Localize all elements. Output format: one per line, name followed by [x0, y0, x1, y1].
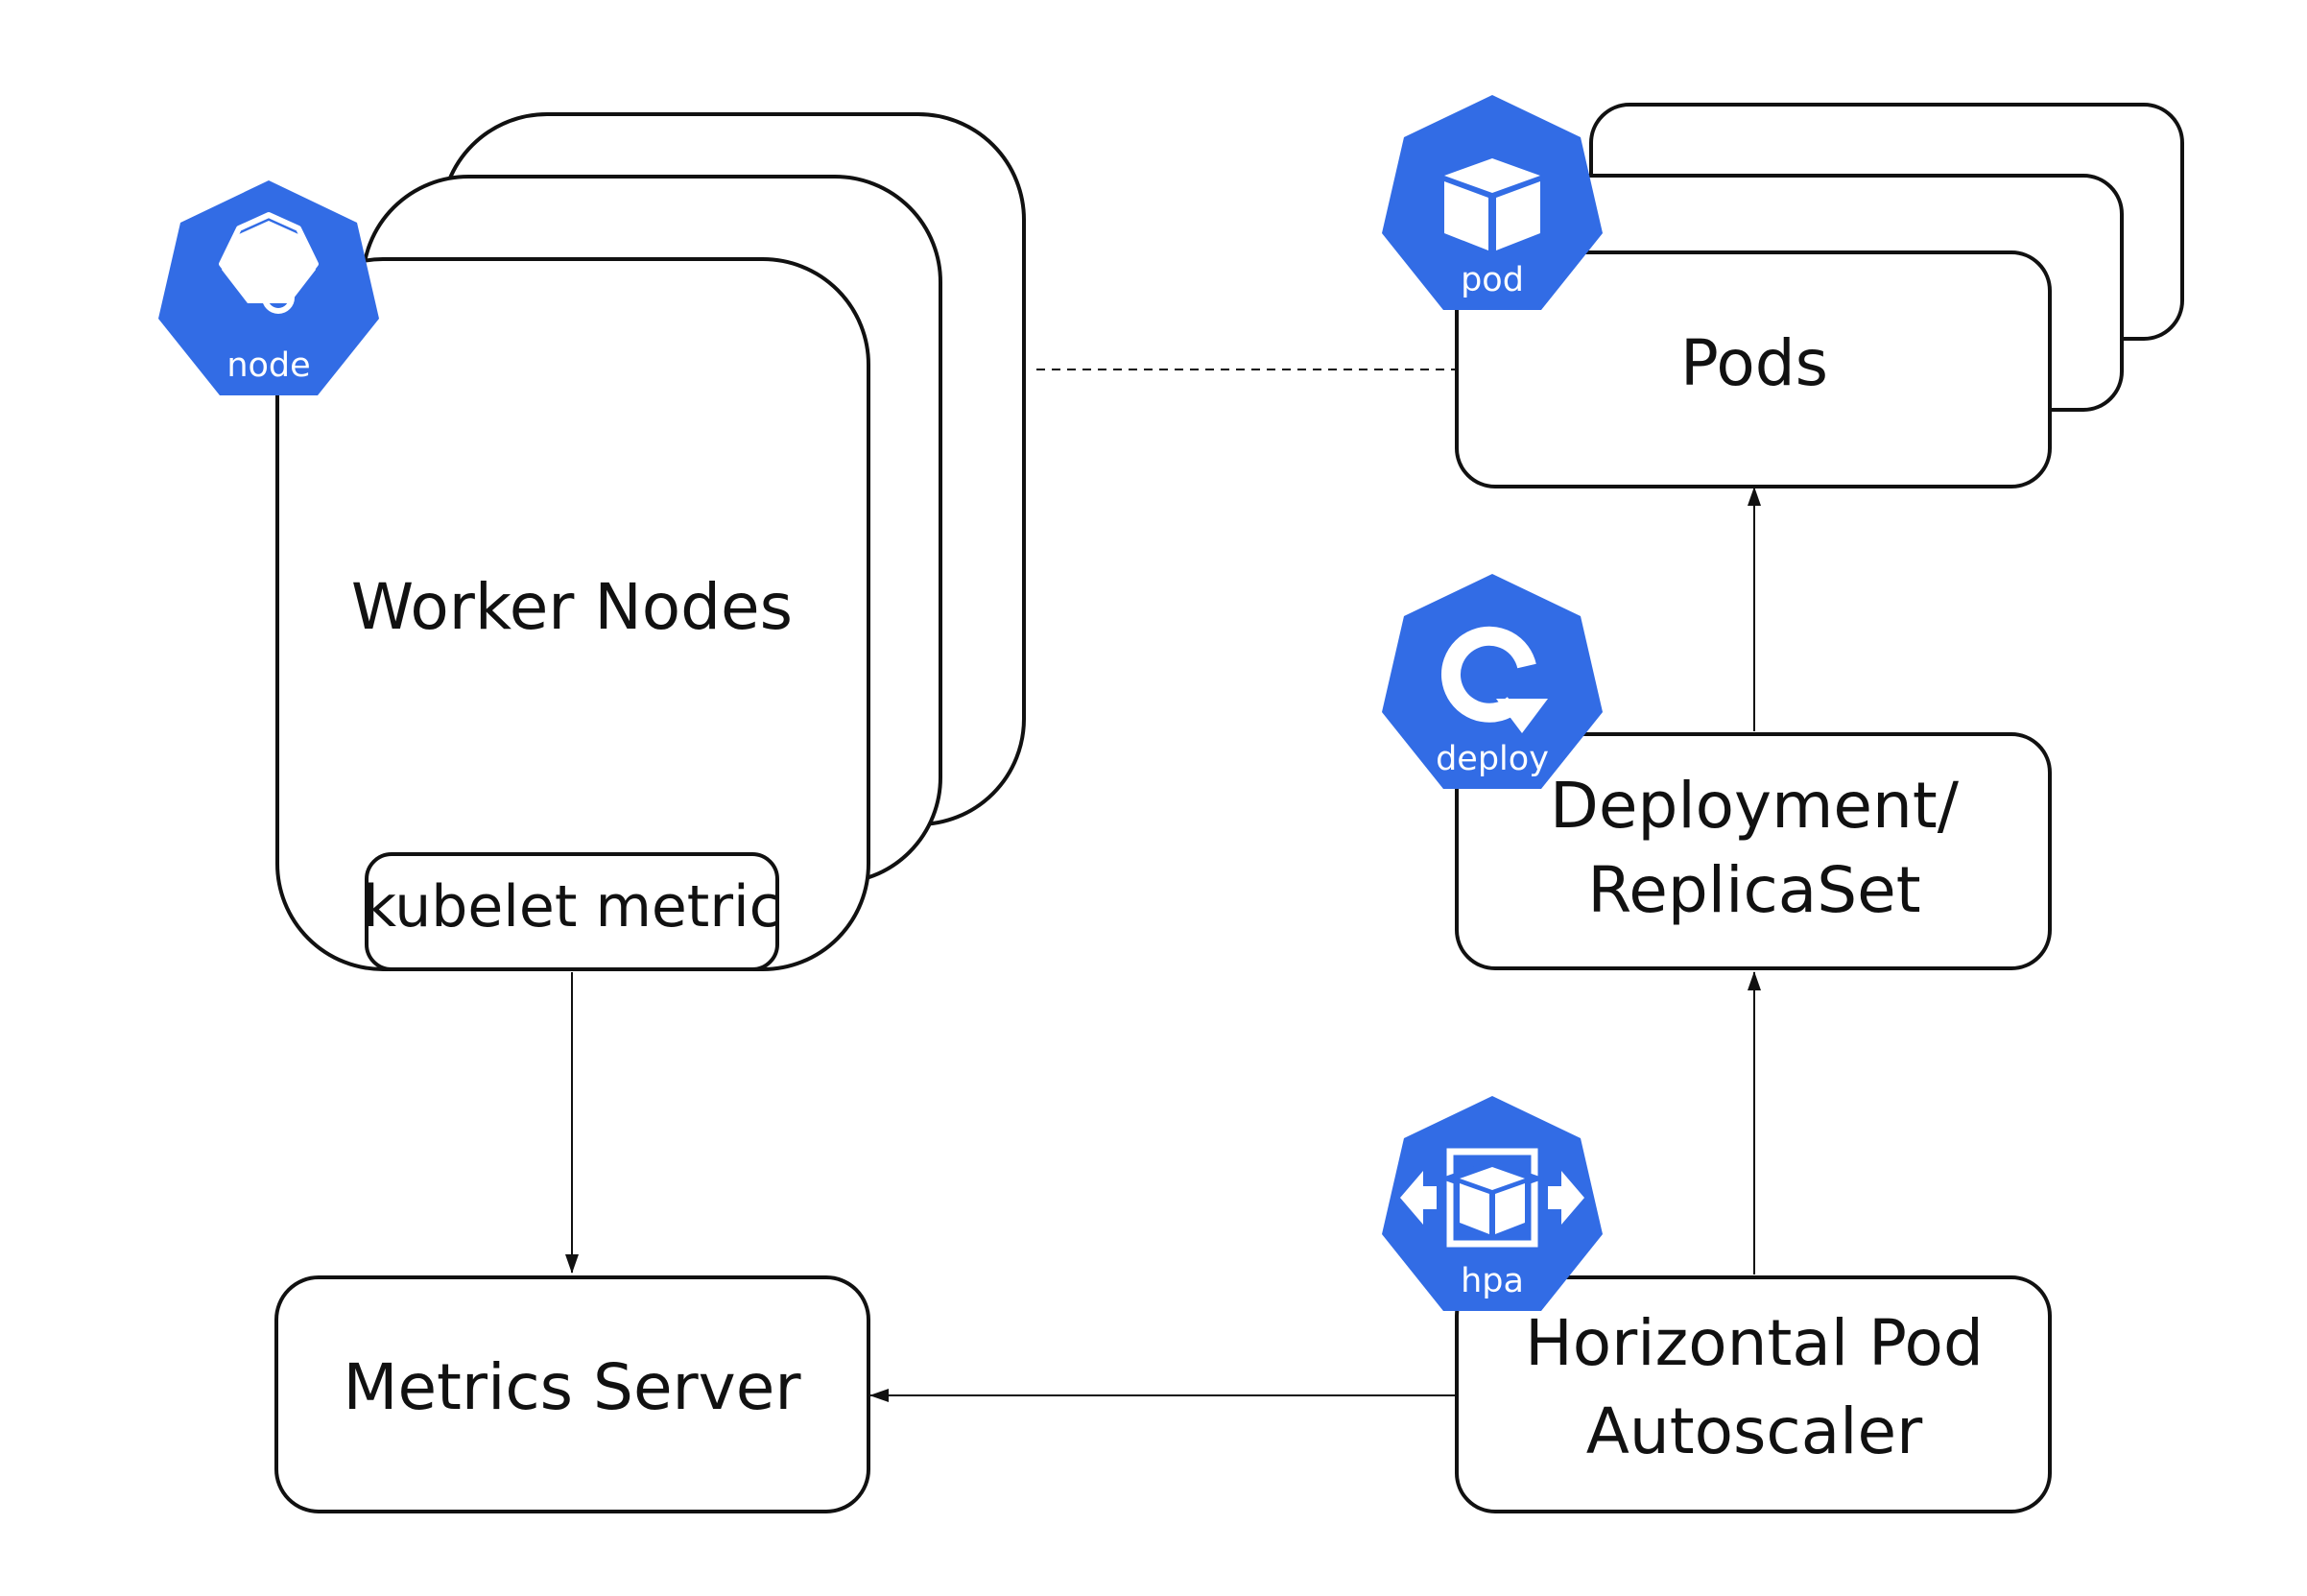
deploy-badge-label: deploy	[1436, 740, 1549, 778]
metrics-server-label: Metrics Server	[344, 1350, 802, 1424]
hpa-badge-label: hpa	[1461, 1262, 1524, 1300]
kubelet-metric-box	[365, 852, 779, 971]
node-badge: node	[158, 180, 379, 395]
deployment-replicaset-node: Deployment/ ReplicaSet	[1455, 732, 2052, 970]
metrics-server-node: Metrics Server	[274, 1275, 870, 1513]
node-badge-label: node	[226, 346, 310, 385]
hpa-label-line1: Horizontal Pod	[1525, 1306, 1984, 1380]
deployment-label-line2: ReplicaSet	[1587, 853, 1920, 927]
pods-stack: Pods	[1455, 103, 2184, 488]
deploy-icon	[1441, 626, 1548, 733]
node-icon	[219, 212, 319, 314]
hpa-node: Horizontal Pod Autoscaler	[1455, 1275, 2052, 1513]
hpa-icon	[1400, 1148, 1584, 1248]
hpa-badge: hpa	[1382, 1096, 1603, 1311]
deploy-badge: deploy	[1382, 574, 1603, 789]
worker-nodes-label: Worker Nodes	[351, 570, 793, 644]
pod-front-card	[1455, 250, 2052, 488]
pod-icon	[1444, 158, 1540, 250]
pod-badge: pod	[1382, 95, 1603, 310]
deployment-label-line1: Deployment/	[1550, 769, 1960, 843]
pod-badge-label: pod	[1461, 261, 1524, 299]
hpa-label-line2: Autoscaler	[1586, 1394, 1923, 1468]
worker-nodes-stack: Worker Nodes kubelet metric	[275, 112, 1026, 971]
kubelet-metric-label: kubelet metric	[363, 873, 780, 941]
pods-label: Pods	[1680, 326, 1828, 400]
